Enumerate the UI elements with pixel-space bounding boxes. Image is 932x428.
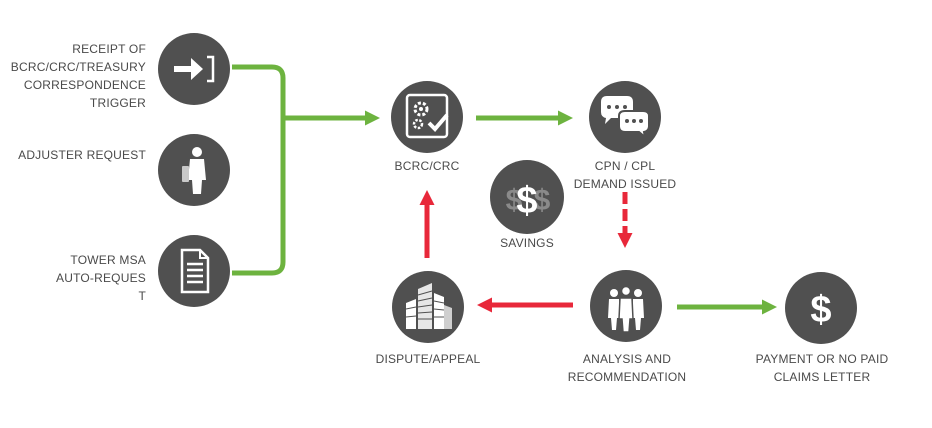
savings-label: SAVINGS bbox=[500, 236, 554, 250]
svg-text:$: $ bbox=[516, 180, 537, 222]
svg-text:$: $ bbox=[810, 289, 831, 331]
svg-text:$: $ bbox=[534, 184, 551, 217]
buildings-icon bbox=[405, 283, 452, 329]
payment-node: $ bbox=[785, 272, 857, 344]
analysis-node bbox=[590, 270, 662, 342]
payment-label: PAYMENT OR NO PAID CLAIMS LETTER bbox=[755, 352, 889, 384]
tower-node bbox=[158, 235, 230, 307]
person-icon bbox=[182, 147, 206, 194]
analysis-label: ANALYSIS AND RECOMMENDATION bbox=[567, 352, 687, 384]
cpn-node bbox=[589, 81, 661, 153]
svg-text:$: $ bbox=[506, 184, 523, 217]
group-icon bbox=[608, 285, 644, 333]
document-icon bbox=[180, 248, 210, 294]
adjuster-node bbox=[158, 134, 230, 206]
dispute-node bbox=[392, 271, 464, 343]
adjuster-label: ADJUSTER REQUEST bbox=[18, 148, 146, 162]
gears-check-icon bbox=[405, 93, 449, 139]
receipt-node bbox=[158, 33, 230, 105]
dollar-sign-icon: $ bbox=[810, 289, 831, 331]
dispute-label: DISPUTE/APPEAL bbox=[375, 352, 481, 366]
dollar-sign-icon: $ $ $ bbox=[506, 180, 551, 222]
bcrc-node bbox=[391, 81, 463, 153]
chat-bubbles-icon bbox=[601, 96, 650, 140]
input-bracket-line bbox=[232, 64, 286, 276]
bcrc-label: BCRC/CRC bbox=[394, 159, 460, 173]
tower-label: TOWER MSA AUTO-REQUES T bbox=[56, 253, 146, 303]
savings-node: $ $ $ bbox=[490, 160, 564, 234]
receipt-label: RECEIPT OF BCRC/CRC/TREASURY CORRESPONDE… bbox=[10, 42, 146, 110]
cpn-label: CPN / CPL DEMAND ISSUED bbox=[573, 159, 677, 191]
enter-arrow-icon bbox=[174, 55, 215, 83]
